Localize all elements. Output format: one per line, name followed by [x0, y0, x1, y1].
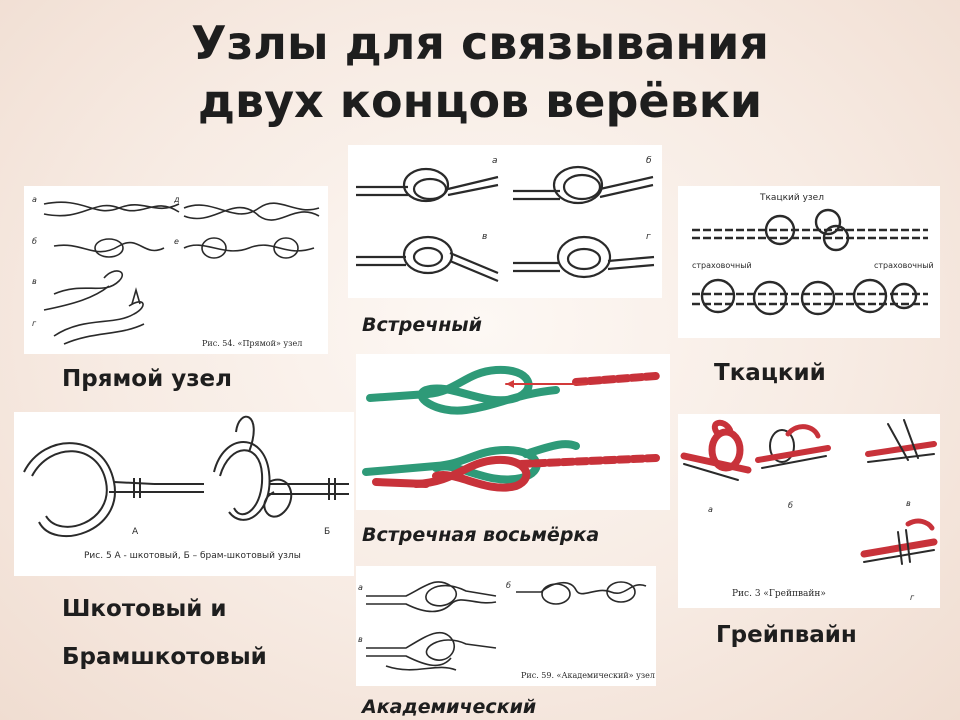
- straight-figure-caption: Рис. 54. «Прямой» узел: [202, 339, 302, 348]
- straight-knot-figure: а б в г д е Рис. 54. «Прямой» узел: [24, 186, 328, 354]
- straight-letter-d: д: [173, 195, 180, 204]
- sheet-bend-figure: А Б Рис. 5 А - шкотовый, Б – брам-шкотов…: [14, 412, 354, 576]
- grapevine-letter-v: в: [906, 499, 911, 508]
- grapevine-letter-g: г: [910, 593, 915, 602]
- sheet-bend-drawing: А Б Рис. 5 А - шкотовый, Б – брам-шкотов…: [23, 415, 349, 561]
- academic-knot-figure: а б в Рис. 59. «Академический» узел: [356, 566, 656, 686]
- grapevine-knot-figure: а б в г Рис. 3 «Грейпвайн»: [678, 414, 940, 608]
- straight-letter-g: г: [32, 319, 37, 328]
- weaver-figure-title: Ткацкий узел: [759, 193, 824, 203]
- weaver-knot-figure: Ткацкий узел страховочный страховочный: [678, 186, 940, 338]
- straight-letter-a: а: [32, 195, 37, 204]
- oncoming-letter-a: а: [492, 156, 498, 166]
- caption-sheet-bend-line-1: Шкотовый и: [62, 596, 227, 622]
- grapevine-letter-b: б: [788, 501, 793, 510]
- caption-oncoming-knot: Встречный: [362, 314, 482, 336]
- academic-knot-drawing: а б в Рис. 59. «Академический» узел: [358, 581, 655, 680]
- oncoming-knot-drawing: а б в г: [356, 156, 655, 283]
- academic-letter-b: б: [506, 581, 511, 590]
- grapevine-knot-drawing: а б в г Рис. 3 «Грейпвайн»: [680, 419, 938, 602]
- straight-letter-v: в: [32, 277, 37, 286]
- sheet-figure-caption: Рис. 5 А - шкотовый, Б – брам-шкотовый у…: [84, 551, 301, 561]
- caption-weaver-knot: Ткацкий: [714, 360, 826, 386]
- sheet-label-b: Б: [324, 527, 330, 537]
- oncoming-knot-figure: а б в г: [348, 145, 662, 298]
- caption-figure-eight: Встречная восьмёрка: [362, 524, 600, 546]
- academic-figure-caption: Рис. 59. «Академический» узел: [521, 671, 655, 680]
- straight-letter-e: е: [174, 237, 179, 246]
- weaver-knot-drawing: Ткацкий узел страховочный страховочный: [692, 193, 934, 316]
- oncoming-letter-v: в: [482, 232, 487, 242]
- figure-eight-drawing: [362, 365, 660, 492]
- figure-eight-figure: [356, 354, 670, 510]
- sheet-label-a: А: [132, 527, 139, 537]
- weaver-label-left: страховочный: [692, 261, 752, 270]
- oncoming-letter-g: г: [646, 232, 651, 242]
- academic-letter-a: а: [358, 583, 363, 592]
- oncoming-letter-b: б: [646, 156, 652, 166]
- grapevine-letter-a: а: [708, 505, 713, 514]
- grapevine-figure-caption: Рис. 3 «Грейпвайн»: [732, 589, 826, 599]
- caption-academic-knot: Академический: [362, 696, 537, 718]
- weaver-label-right: страховочный: [874, 261, 934, 270]
- straight-letter-b: б: [32, 237, 37, 246]
- caption-sheet-bend-line-2: Брамшкотовый: [62, 644, 267, 670]
- academic-letter-v: в: [358, 635, 363, 644]
- caption-straight-knot: Прямой узел: [62, 366, 233, 392]
- straight-knot-drawing: а б в г д е Рис. 54. «Прямой» узел: [32, 195, 320, 348]
- page-title-line-2: двух концов верёвки: [197, 74, 763, 128]
- page-title-line-1: Узлы для связывания: [191, 16, 769, 70]
- caption-grapevine-knot: Грейпвайн: [716, 622, 857, 648]
- page-title: Узлы для связывания двух концов верёвки: [0, 14, 960, 130]
